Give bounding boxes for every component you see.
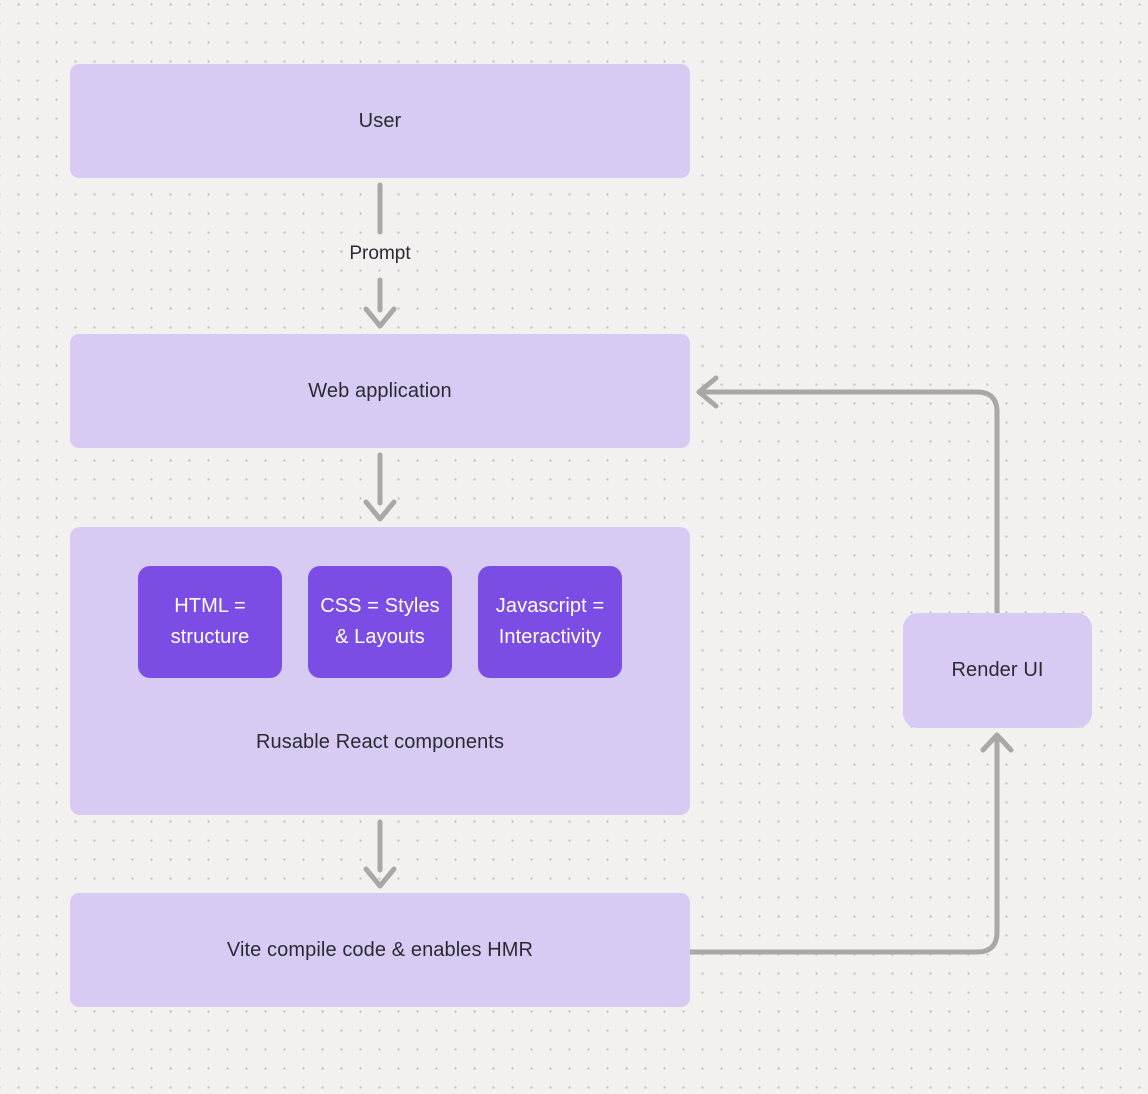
edge-render-to-webapp-arrowhead [696,375,719,409]
node-javascript[interactable]: Javascript = Interactivity [478,566,622,678]
node-components-group[interactable]: HTML = structure CSS = Styles & Layouts … [70,527,690,815]
edge-render-to-webapp-line [699,389,1000,616]
node-user[interactable]: User [70,64,690,178]
node-render-ui[interactable]: Render UI [903,613,1092,728]
node-css-label: CSS = Styles & Layouts [320,595,440,648]
node-javascript-label: Javascript = Interactivity [495,595,605,648]
node-html-label: HTML = structure [170,595,250,648]
edge-vite-to-render-arrowhead [980,732,1014,753]
node-render-ui-label: Render UI [951,659,1044,681]
node-css[interactable]: CSS = Styles & Layouts [308,566,452,678]
node-vite[interactable]: Vite compile code & enables HMR [70,893,690,1007]
edge-group-to-vite-arrowhead [363,866,397,889]
node-web-application-label: Web application [308,379,452,402]
node-web-application[interactable]: Web application [70,334,690,448]
edge-label-prompt: Prompt [349,243,411,264]
edge-webapp-to-group-arrowhead [363,499,397,522]
node-vite-label: Vite compile code & enables HMR [226,938,534,961]
edge-vite-to-render-line [687,734,1000,955]
node-html[interactable]: HTML = structure [138,566,282,678]
node-user-label: User [358,109,402,132]
components-row: HTML = structure CSS = Styles & Layouts … [70,566,690,678]
edge-prompt-to-webapp-arrowhead [363,306,397,329]
components-group-caption: Rusable React components [255,731,505,753]
